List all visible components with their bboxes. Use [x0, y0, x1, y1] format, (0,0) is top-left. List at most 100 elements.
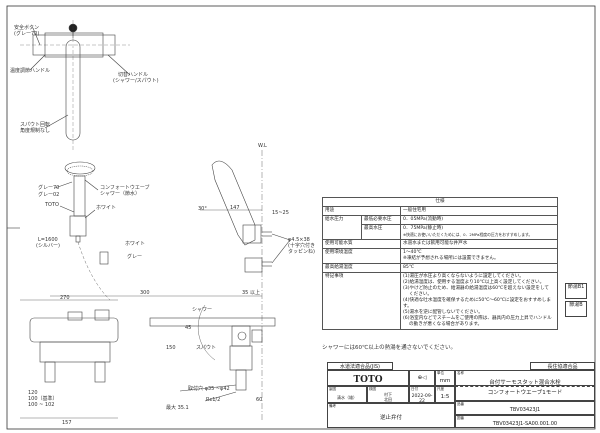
label-wl: W.L [258, 143, 267, 149]
label-dim102: 100 ~ 102 [28, 402, 55, 408]
spec-value: 0．75MPa(静止時)※快適にお使いいただくためには、0．2MPa程度の圧力を… [400, 224, 558, 240]
label-spout-note: スパウト回転 [20, 122, 51, 128]
drafter-cell: 製図清水（雄） [327, 386, 367, 403]
spec-value: 85℃ [400, 263, 558, 273]
spec-value: 0．05MPa(流動時) [400, 215, 558, 225]
spec-value-note: ※凍結が予想される場所には設置できません。 [403, 256, 499, 261]
spec-subkey: 最低必要水圧 [361, 215, 401, 225]
unit-value: mm [439, 378, 451, 384]
drafter-value: 清水（雄） [337, 395, 357, 400]
label-dim300: 300 [140, 290, 150, 296]
label-shower: シャワー [192, 307, 213, 313]
drawing-number: TBV03423J1-SA00.001.00 [492, 421, 558, 427]
projection-symbol-cell: ⊕◁ [409, 370, 435, 386]
spec-note: (5)湯水を逆に配管しないでください。 [403, 310, 483, 315]
label-dim150: 150 [166, 345, 176, 351]
spec-key: 用途 [322, 206, 401, 216]
label-white: ホワイト [96, 205, 117, 211]
label-spout-note2: 角度規制なし [20, 128, 51, 134]
spec-key: 給水圧力 [322, 215, 362, 240]
drafter-label: 製図 [329, 387, 336, 391]
spec-key: 使用環境温度 [322, 248, 401, 264]
warning-text: シャワーには60℃以上の熱湯を通さないでください。 [322, 345, 457, 351]
model-label: 品番 [457, 402, 464, 406]
name2-cell: コンフォートウエーブ1モード [455, 386, 595, 401]
label-screw: φ4.5×38 [288, 237, 310, 243]
badge-setsuyu-b: 節湯B [565, 301, 587, 317]
label-gray70: グレー70 [38, 185, 60, 191]
checker-value: 村下 [384, 392, 392, 397]
spec-key: 使用可能水質 [322, 239, 401, 249]
spec-note: (6)浴室内などでスチームをご使用の際は、器具内の圧力上昇でハンドル [403, 316, 552, 321]
checker-label: 検図 [369, 387, 376, 391]
date-value: 2022-09-22 [411, 394, 433, 404]
scale-value: 1:5 [440, 394, 450, 400]
label-head-name: コンフォートウエーブ [100, 185, 150, 191]
checker-value2: 北田 [384, 397, 392, 402]
label-toto: TOTO [45, 202, 59, 208]
label-max: 最大 35.1 [166, 405, 189, 411]
checker-cell: 検図村下北田 [367, 386, 409, 403]
unit-cell: 単位 mm [435, 370, 455, 386]
name-label: 名称 [457, 371, 464, 375]
spec-value-line: 1～40℃ [403, 250, 422, 255]
label-dim270: 270 [60, 295, 70, 301]
label-switch-handle: 切替ハンドル [118, 72, 149, 78]
label-dim15-25: 15~25 [272, 210, 289, 216]
spec-key: 特記事項 [322, 272, 401, 330]
note-label: 備考 [329, 404, 336, 408]
scale-label: 尺度 [437, 387, 444, 391]
label-hose: L=1600 [38, 237, 58, 243]
label-safety-button-color: (グレー70) [14, 31, 40, 37]
badge-setsuyu-b1: 節湯B1 [565, 283, 587, 299]
shower-head-drawing [54, 161, 111, 301]
label-dim60: 60 [256, 397, 263, 403]
toto-logo: TOTO [353, 375, 383, 385]
name-cell: 名称台付サーモスタット混合水栓 [455, 370, 595, 386]
label-safety-button: 安全ボタン [14, 25, 40, 31]
unit-label: 単位 [437, 371, 444, 375]
spec-note: (2)給湯温度は、使用する温度より10℃以上高く設定してください。 [403, 280, 545, 285]
spec-note: (1)湯圧が水圧より高くならないように設定してください。 [403, 274, 524, 279]
label-switch-handle-sub: (シャワー/スパウト) [113, 78, 159, 84]
label-head-name2: シャワー（節水） [100, 191, 141, 197]
projection-icon: ⊕◁ [417, 375, 427, 381]
top-view-faucet [20, 20, 131, 150]
label-dim157: 157 [62, 420, 72, 426]
label-dim35: 35 以上 [242, 290, 260, 296]
spec-note: の動きが悪くなる場合があります。 [403, 322, 483, 327]
front-view-drawing [20, 299, 119, 419]
label-holder-white: ホワイト [125, 241, 146, 247]
label-screw3: タッピンね) [288, 249, 315, 255]
label-mount-hole: 取付穴 φ35 ~φ42 [188, 386, 230, 392]
note-cell: 備考逆止弁付 [327, 403, 455, 428]
spec-note: ください。 [403, 292, 433, 297]
label-temp-handle: 温度調節ハンドル [10, 68, 51, 74]
label-dim147: 147 [230, 205, 240, 211]
label-rc: Rc1/2 [206, 397, 221, 403]
label-dim45: 45 [185, 325, 192, 331]
scale-cell: 尺度 1:5 [435, 386, 455, 403]
spec-notes: (1)湯圧が水圧より高くならないように設定してください。(2)給湯温度は、使用す… [400, 272, 558, 330]
spec-subkey: 最高水圧 [361, 224, 401, 240]
product-name: 台付サーモスタット混合水栓 [489, 380, 561, 386]
label-dim100: 100（基準） [28, 396, 58, 402]
drawing-label: 図番 [457, 416, 464, 420]
label-holder-gray: グレー [127, 254, 143, 260]
label-dim120: 120 [28, 390, 38, 396]
label-screw2: (十字穴付き [288, 243, 315, 249]
spec-note: (4)快適な吐水温度を確保するために50℃～60℃に設定をおすすめします。 [403, 298, 551, 309]
spec-key: 最高給湯温度 [322, 263, 401, 273]
product-subname: コンフォートウエーブ1モード [487, 390, 563, 396]
note-value: 逆止弁付 [379, 415, 402, 421]
jis-label: 水道法適合品(JIS) [327, 362, 393, 370]
drawing-number-cell: 図番 TBV03423J1-SA00.001.00 [455, 415, 595, 428]
logo-cell: TOTO [327, 370, 409, 386]
model-number: TBV03423J1 [509, 407, 541, 413]
label-angle: 30° [198, 206, 207, 212]
side-view-drawing [50, 150, 291, 420]
label-spout: スパウト [196, 345, 217, 351]
